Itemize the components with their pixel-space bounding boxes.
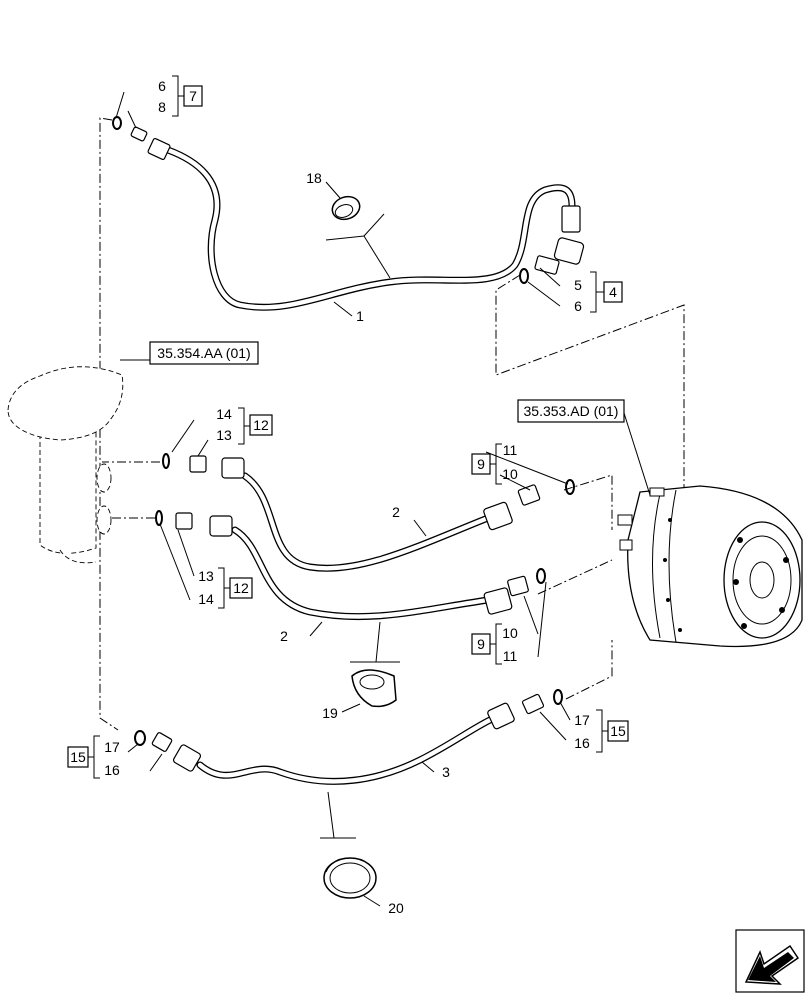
- o-rings: [112, 116, 575, 746]
- callout-brackets: [88, 75, 608, 779]
- callout-box-9-upper-text: 9: [477, 456, 485, 472]
- callout-6-right: 6: [574, 298, 582, 314]
- travel-motor-reference-label[interactable]: 35.353.AD (01): [517, 399, 625, 423]
- callout-17-left: 17: [104, 739, 120, 755]
- callout-2-upper: 2: [392, 504, 400, 520]
- callout-6-top: 6: [158, 78, 166, 94]
- callout-box-12-upper[interactable]: 12: [249, 414, 273, 436]
- callout-10-lower: 10: [502, 625, 518, 641]
- callout-11-lower: 11: [503, 648, 518, 664]
- callout-14-upper: 14: [216, 406, 232, 422]
- callout-box-15-right-text: 15: [610, 723, 626, 739]
- callout-box-7[interactable]: 7: [183, 85, 203, 107]
- hose-part-2-lower: [175, 512, 529, 621]
- swivel-joint-reference-part: [7, 366, 124, 564]
- callout-16-left: 16: [104, 762, 120, 778]
- callout-box-9-upper[interactable]: 9: [471, 453, 491, 475]
- swivel-joint-reference-text: 35.354.AA (01): [157, 345, 250, 361]
- travel-motor-reference-text: 35.353.AD (01): [524, 403, 619, 419]
- callout-box-15-left-text: 15: [70, 749, 86, 765]
- protector-parts: [323, 195, 397, 899]
- callout-box-9-lower-text: 9: [477, 636, 485, 652]
- travel-motor-reference-part: [617, 485, 803, 648]
- callout-box-12-lower[interactable]: 12: [229, 577, 253, 599]
- callout-20: 20: [388, 900, 404, 916]
- callout-16-right: 16: [574, 735, 590, 751]
- callout-13-upper: 13: [216, 427, 232, 443]
- callout-numbers: 6 8 18 1 5 6 14 13 11 10 2 13 14 2 10 11…: [104, 78, 590, 916]
- callout-box-9-lower[interactable]: 9: [471, 633, 491, 655]
- callout-box-15-right[interactable]: 15: [607, 720, 629, 742]
- hose-part-2-upper: [189, 455, 541, 572]
- hose-part-3: [151, 693, 545, 785]
- next-page-arrow-icon[interactable]: [735, 929, 805, 993]
- callout-box-15-left[interactable]: 15: [67, 746, 89, 768]
- callout-19: 19: [322, 705, 338, 721]
- callout-10-upper: 10: [502, 466, 518, 482]
- swivel-joint-reference-label[interactable]: 35.354.AA (01): [149, 341, 259, 365]
- callout-18: 18: [306, 170, 322, 186]
- callout-box-7-text: 7: [189, 88, 197, 104]
- callout-3: 3: [442, 764, 450, 780]
- leader-lines: [115, 91, 651, 907]
- callout-11-upper: 11: [503, 442, 518, 458]
- callout-2-lower: 2: [280, 628, 288, 644]
- callout-5: 5: [574, 277, 582, 293]
- callout-13-lower: 13: [198, 568, 214, 584]
- assembly-center-lines: [99, 117, 685, 731]
- callout-14-lower: 14: [198, 591, 214, 607]
- hose-part-1: [130, 126, 585, 311]
- callout-8-top: 8: [158, 99, 166, 115]
- callout-17-right: 17: [574, 712, 590, 728]
- callout-box-12-lower-text: 12: [233, 580, 249, 596]
- callout-1: 1: [356, 308, 364, 324]
- callout-box-4-text: 4: [609, 284, 617, 300]
- callout-box-12-upper-text: 12: [253, 417, 269, 433]
- section-cut-marks: [320, 213, 400, 839]
- callout-box-4[interactable]: 4: [603, 281, 623, 303]
